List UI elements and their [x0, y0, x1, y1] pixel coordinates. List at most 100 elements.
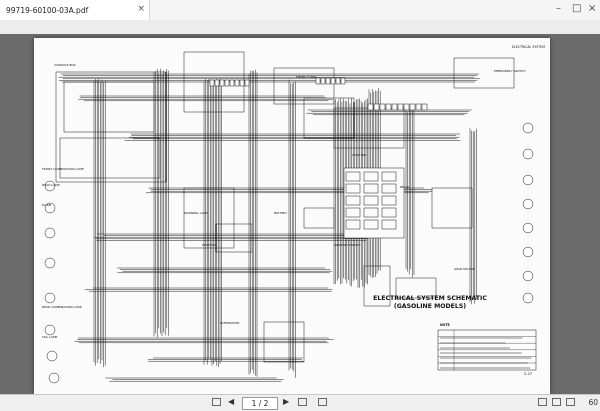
- component-box: [367, 103, 374, 111]
- tab-close-icon[interactable]: ×: [137, 4, 145, 14]
- next-page-icon[interactable]: ▶: [283, 397, 290, 406]
- wiring-schematic: ELECTRICAL SYSTEM SCHEMATIC (GASOLINE MO…: [41, 45, 545, 384]
- component-box: [315, 77, 321, 85]
- lamp-symbol: [522, 174, 534, 186]
- pdf-page: ELECTRICAL SYSTEM SCHEMATIC (GASOLINE MO…: [34, 38, 550, 394]
- component-box: [345, 171, 361, 182]
- fit-page-icon[interactable]: [318, 398, 327, 406]
- lamp-symbol: [522, 270, 534, 282]
- label-console-box: CONSOLE BOX: [54, 63, 76, 67]
- component-box: [373, 103, 380, 111]
- status-bar: ◀ 1 / 2 ▶ 60: [0, 394, 600, 411]
- label-emergency-switch: EMERGENCY SWITCH: [494, 69, 526, 73]
- component-box: [363, 207, 379, 218]
- label-horn: HORN: [42, 203, 51, 207]
- component-box: [381, 207, 397, 218]
- component-box: [214, 79, 220, 87]
- last-page-icon[interactable]: [298, 398, 307, 406]
- component-box: [209, 79, 215, 87]
- component-box: [330, 77, 336, 85]
- component-box: [363, 195, 379, 206]
- label-battery: BATTERY: [274, 211, 287, 215]
- component-box: [431, 187, 473, 229]
- component-box: [320, 77, 326, 85]
- component-box: [303, 97, 355, 139]
- label-gear-motor: GEAR MOTOR: [454, 267, 475, 271]
- page-number: 2-27: [524, 372, 532, 376]
- lamp-symbol: [522, 292, 534, 304]
- component-box: [421, 103, 428, 111]
- lamp-symbol: [44, 257, 56, 269]
- component-box: [340, 77, 346, 85]
- label-head-lamp: HEAD LAMP: [42, 183, 60, 187]
- two-page-view-icon[interactable]: [552, 398, 561, 406]
- component-box: [395, 277, 437, 299]
- component-box: [303, 207, 335, 229]
- label-starter: STARTER: [202, 243, 215, 247]
- component-box: [239, 79, 245, 87]
- label-meter-panel: METER PANEL: [296, 75, 317, 79]
- tab-title: 99719-60100-03A.pdf: [6, 5, 89, 15]
- single-page-view-icon[interactable]: [538, 398, 547, 406]
- component-box: [183, 187, 235, 249]
- lamp-symbol: [46, 350, 58, 362]
- continuous-view-icon[interactable]: [566, 398, 575, 406]
- component-box: [345, 207, 361, 218]
- lamp-symbol: [48, 372, 60, 384]
- component-box: [363, 265, 391, 307]
- page-number-input[interactable]: 1 / 2: [242, 397, 278, 410]
- lamp-symbol: [522, 148, 534, 160]
- component-box: [385, 103, 392, 111]
- page-indicator: 1 / 2: [251, 399, 269, 408]
- tab-bar: 99719-60100-03A.pdf × – □ ×: [0, 0, 600, 21]
- label-relay: RELAY: [400, 185, 410, 189]
- component-box: [55, 71, 167, 183]
- component-box: [345, 219, 361, 230]
- label-fuse-box: FUSE BOX: [352, 153, 367, 157]
- component-box: [363, 171, 379, 182]
- first-page-icon[interactable]: [212, 398, 221, 406]
- component-box: [453, 57, 515, 89]
- component-box: [219, 79, 225, 87]
- component-box: [381, 195, 397, 206]
- toolbar: [0, 20, 600, 35]
- component-box: [409, 103, 416, 111]
- corner-label: ELECTRICAL SYSTEM: [512, 45, 545, 49]
- label-rear-combination-lamp: REAR COMBINATION LAMP: [42, 305, 82, 309]
- label-tail-lamp: TAIL LAMP: [41, 335, 58, 339]
- component-box: [415, 103, 422, 111]
- lamp-symbol: [44, 180, 56, 192]
- prev-page-icon[interactable]: ◀: [228, 397, 235, 406]
- component-box: [215, 223, 253, 253]
- component-box: [437, 329, 537, 371]
- label-alternator: ALTERNATOR: [220, 321, 239, 325]
- component-box: [381, 183, 397, 194]
- zoom-level[interactable]: 60: [588, 398, 598, 407]
- component-box: [381, 219, 397, 230]
- component-box: [244, 79, 250, 87]
- label-warning-lamp: WARNING LAMP: [184, 211, 208, 215]
- close-window-icon[interactable]: ×: [588, 3, 597, 14]
- component-box: [343, 167, 405, 239]
- component-box: [397, 103, 404, 111]
- component-box: [229, 79, 235, 87]
- schematic-title: ELECTRICAL SYSTEM SCHEMATIC: [373, 295, 487, 302]
- notes-header: NOTE: [440, 323, 450, 327]
- component-box: [63, 81, 155, 133]
- document-tab[interactable]: 99719-60100-03A.pdf ×: [0, 0, 150, 20]
- lamp-symbol: [44, 227, 56, 239]
- component-box: [403, 103, 410, 111]
- schematic-subtitle: (GASOLINE MODELS): [394, 303, 466, 310]
- maximize-icon[interactable]: □: [572, 3, 582, 14]
- component-box: [335, 77, 341, 85]
- component-box: [263, 321, 305, 363]
- component-box: [363, 183, 379, 194]
- lamp-symbol: [44, 202, 56, 214]
- lamp-symbol: [522, 246, 534, 258]
- component-box: [325, 77, 331, 85]
- component-box: [234, 79, 240, 87]
- component-box: [381, 171, 397, 182]
- component-box: [345, 183, 361, 194]
- document-viewer[interactable]: ELECTRICAL SYSTEM SCHEMATIC (GASOLINE MO…: [0, 34, 600, 394]
- minimize-icon[interactable]: –: [556, 3, 561, 14]
